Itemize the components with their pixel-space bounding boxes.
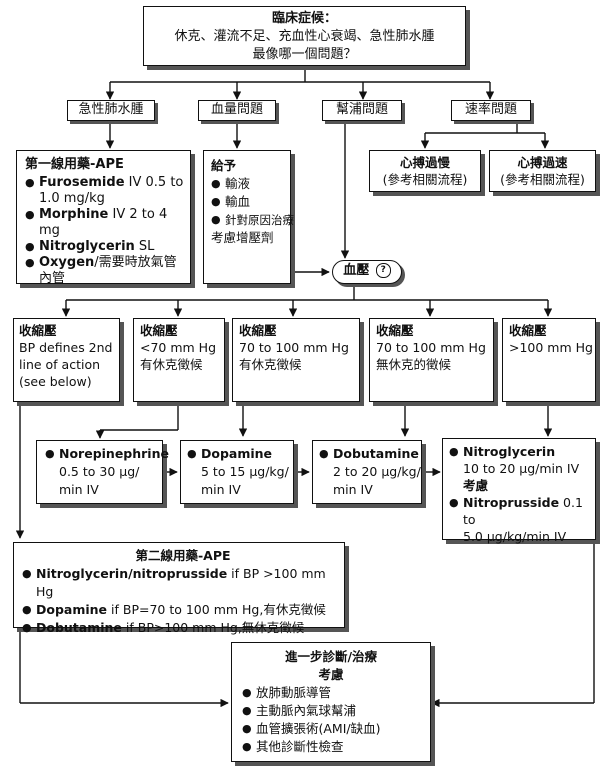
further-title: 進一步診斷/治療 <box>284 649 378 664</box>
volume-title: 給予 <box>211 158 237 173</box>
sbp-title: 收縮壓 <box>19 323 57 338</box>
bradycardia-box: 心搏過慢 (參考相關流程) <box>369 150 481 192</box>
clinical-signs-box: 臨床症候： 休克、灌流不足、充血性心衰竭、急性肺水腫 最像哪一個問題？ <box>143 6 466 66</box>
further-item: 血管擴張術(AMI/缺血) <box>242 720 430 738</box>
sbp-title: 收縮壓 <box>140 323 178 338</box>
dobutamine-name: Dobutamine <box>319 445 421 463</box>
ape1-item: Nitroglycerin SL <box>25 239 184 255</box>
norepinephrine-route: min IV <box>59 482 99 497</box>
category-pump: 幫浦問題 <box>322 100 402 121</box>
tachycardia-box: 心搏過速 (參考相關流程) <box>489 150 596 192</box>
clinical-signs-list: 休克、灌流不足、充血性心衰竭、急性肺水腫 <box>174 29 435 44</box>
nitro-box: Nitroglycerin 10 to 20 µg/min IV 考慮 Nitr… <box>442 438 596 544</box>
sbp-title: 收縮壓 <box>376 323 414 338</box>
sbp-line: 70 to 100 mm Hg <box>376 340 486 355</box>
sbp-line: line of action <box>19 357 101 372</box>
sbp-box-under-70: 收縮壓 <70 mm Hg 有休克徵候 <box>133 318 225 402</box>
tachycardia-title: 心搏過速 <box>517 155 568 170</box>
nitroglycerin-name: Nitroglycerin <box>449 443 595 460</box>
sbp-line: BP defines 2nd <box>19 340 113 355</box>
second-line-ape-box: 第二線用藥-APE Nitroglycerin/nitroprusside if… <box>13 542 345 637</box>
sbp-line: >100 mm Hg <box>509 340 593 355</box>
sbp-box-70-100-no-shock: 收縮壓 70 to 100 mm Hg 無休克的徵候 <box>369 318 494 402</box>
first-line-ape-title: 第一線用藥-APE <box>25 157 124 172</box>
ape2-item: Dobutamine if BP>100 mm Hg,無休克徵候 <box>22 619 344 637</box>
ape2-item: Nitroglycerin/nitroprusside if BP >100 m… <box>22 565 344 601</box>
volume-footer: 考慮增壓劑 <box>211 230 274 245</box>
sbp-line: 有休克徵候 <box>239 357 302 372</box>
further-item: 主動脈內氣球幫浦 <box>242 702 430 720</box>
category-rate: 速率問題 <box>451 100 531 121</box>
volume-item: 針對原因治療 <box>211 211 294 229</box>
ape2-item: Dopamine if BP=70 to 100 mm Hg,有休克徵候 <box>22 601 344 619</box>
volume-item: 輸液 <box>211 175 286 193</box>
further-item: 其他診斷性檢查 <box>242 738 430 756</box>
sbp-title: 收縮壓 <box>509 323 547 338</box>
norepinephrine-dose: 0.5 to 30 µg/ <box>59 464 140 479</box>
ape1-item: Furosemide IV 0.5 to 1.0 mg/kg <box>25 175 184 207</box>
further-consider: 考慮 <box>318 667 344 682</box>
dopamine-dose: 5 to 15 µg/kg/ <box>201 464 289 479</box>
sbp-line: <70 mm Hg <box>140 340 217 355</box>
sbp-box-over-100: 收縮壓 >100 mm Hg <box>502 318 596 402</box>
nitroprusside-dose: 5.0 µg/kg/min IV <box>463 529 567 544</box>
question-icon: ? <box>375 263 391 278</box>
nitroglycerin-dose: 10 to 20 µg/min IV <box>463 461 580 476</box>
blood-pressure-label: 血壓 <box>343 263 370 278</box>
volume-treatment-box: 給予 輸液 輸血 針對原因治療 考慮增壓劑 <box>203 150 294 284</box>
further-item: 放肺動脈導管 <box>242 684 430 702</box>
ape1-item: Oxygen/需要時放氣管內管 <box>25 255 184 287</box>
sbp-line: 70 to 100 mm Hg <box>239 340 349 355</box>
nitroprusside-item: Nitroprusside 0.1 to <box>449 494 595 528</box>
ape1-item: Morphine IV 2 to 4 mg <box>25 207 184 239</box>
norepinephrine-box: Norepinephrine 0.5 to 30 µg/ min IV <box>36 440 169 504</box>
sbp-box-defines-second-line: 收縮壓 BP defines 2nd line of action (see b… <box>13 318 120 402</box>
dopamine-name: Dopamine <box>187 445 293 463</box>
volume-item: 輸血 <box>211 193 286 211</box>
sbp-title: 收縮壓 <box>239 323 277 338</box>
dopamine-route: min IV <box>201 482 241 497</box>
dobutamine-box: Dobutamine 2 to 20 µg/kg/ min IV <box>312 440 422 504</box>
first-line-ape-box: 第一線用藥-APE Furosemide IV 0.5 to 1.0 mg/kg… <box>16 150 191 287</box>
clinical-signs-question: 最像哪一個問題？ <box>252 47 357 62</box>
sbp-line: 有休克徵候 <box>140 357 203 372</box>
consider-label: 考慮 <box>463 478 489 493</box>
dobutamine-route: min IV <box>333 482 373 497</box>
dopamine-box: Dopamine 5 to 15 µg/kg/ min IV <box>180 440 294 504</box>
further-diagnosis-box: 進一步診斷/治療 考慮 放肺動脈導管 主動脈內氣球幫浦 血管擴張術(AMI/缺血… <box>231 642 431 762</box>
dobutamine-dose: 2 to 20 µg/kg/ <box>333 464 421 479</box>
sbp-line: (see below) <box>19 374 92 389</box>
second-line-ape-title: 第二線用藥-APE <box>135 548 231 563</box>
category-pulmonary-edema: 急性肺水腫 <box>67 100 155 121</box>
bradycardia-title: 心搏過慢 <box>399 155 450 170</box>
sbp-box-70-100-shock: 收縮壓 70 to 100 mm Hg 有休克徵候 <box>232 318 360 402</box>
sbp-line: 無休克的徵候 <box>376 357 452 372</box>
clinical-signs-heading: 臨床症候： <box>271 11 337 26</box>
tachycardia-note: (參考相關流程) <box>500 172 585 187</box>
bradycardia-note: (參考相關流程) <box>382 172 468 187</box>
norepinephrine-name: Norepinephrine <box>45 445 169 463</box>
category-volume: 血量問題 <box>198 100 276 121</box>
blood-pressure-node: 血壓 ? <box>332 260 402 284</box>
